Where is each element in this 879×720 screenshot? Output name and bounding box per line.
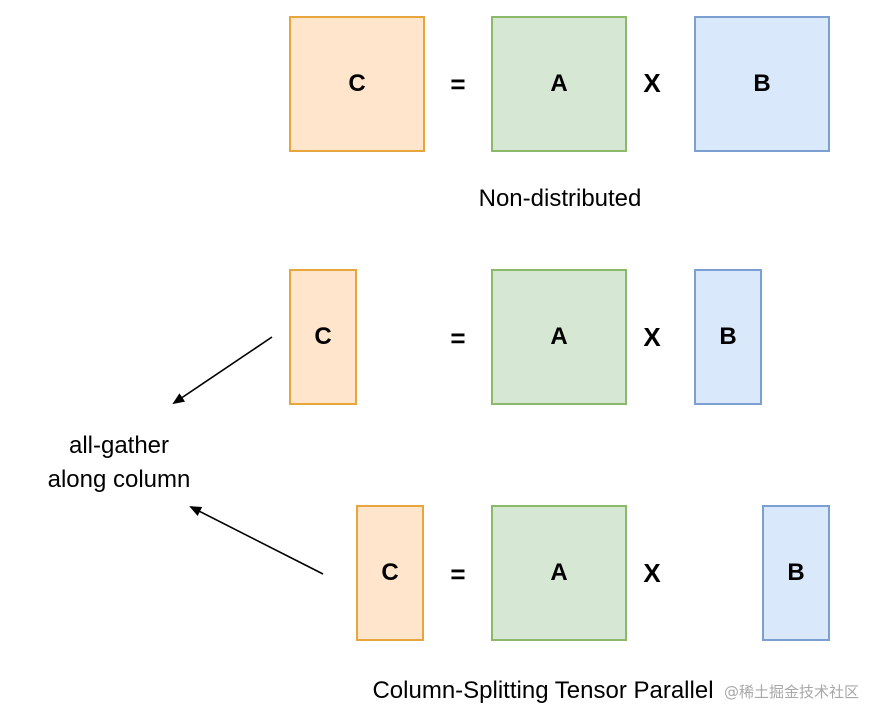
matrix-b-label: B xyxy=(753,70,771,97)
matrix-c-split-1: C xyxy=(289,269,357,405)
matrix-c-label: C xyxy=(314,323,332,350)
arrow-lower xyxy=(189,506,324,575)
equals-sign: = xyxy=(450,323,466,353)
matrix-a-label: A xyxy=(550,559,568,586)
watermark: @稀土掘金技术社区 xyxy=(723,683,859,701)
matrix-b-full: B xyxy=(694,16,830,152)
matrix-a: A xyxy=(491,269,627,405)
all-gather-line-2: along column xyxy=(47,466,191,493)
matrix-a: A xyxy=(491,16,627,152)
matrix-c-split-2: C xyxy=(356,505,424,641)
matrix-c-full: C xyxy=(289,16,425,152)
matrix-b-label: B xyxy=(787,559,805,586)
matrix-b-split-2: B xyxy=(762,505,830,641)
matrix-c-label: C xyxy=(348,70,366,97)
non-distributed-caption: Non-distributed xyxy=(478,185,642,212)
matrix-a: A xyxy=(491,505,627,641)
multiply-sign: X xyxy=(643,68,661,98)
matrix-a-label: A xyxy=(550,323,568,350)
all-gather-line-1: all-gather xyxy=(68,432,170,459)
arrow-upper xyxy=(172,336,273,405)
equals-sign: = xyxy=(450,559,466,589)
equals-sign: = xyxy=(450,69,466,99)
matrix-a-label: A xyxy=(550,70,568,97)
multiply-sign: X xyxy=(643,558,661,588)
matrix-c-label: C xyxy=(381,559,399,586)
multiply-sign: X xyxy=(643,322,661,352)
column-splitting-caption: Column-Splitting Tensor Parallel xyxy=(372,677,714,704)
all-gather-label: all-gather along column xyxy=(9,429,229,497)
matrix-b-split-1: B xyxy=(694,269,762,405)
matrix-b-label: B xyxy=(719,323,737,350)
